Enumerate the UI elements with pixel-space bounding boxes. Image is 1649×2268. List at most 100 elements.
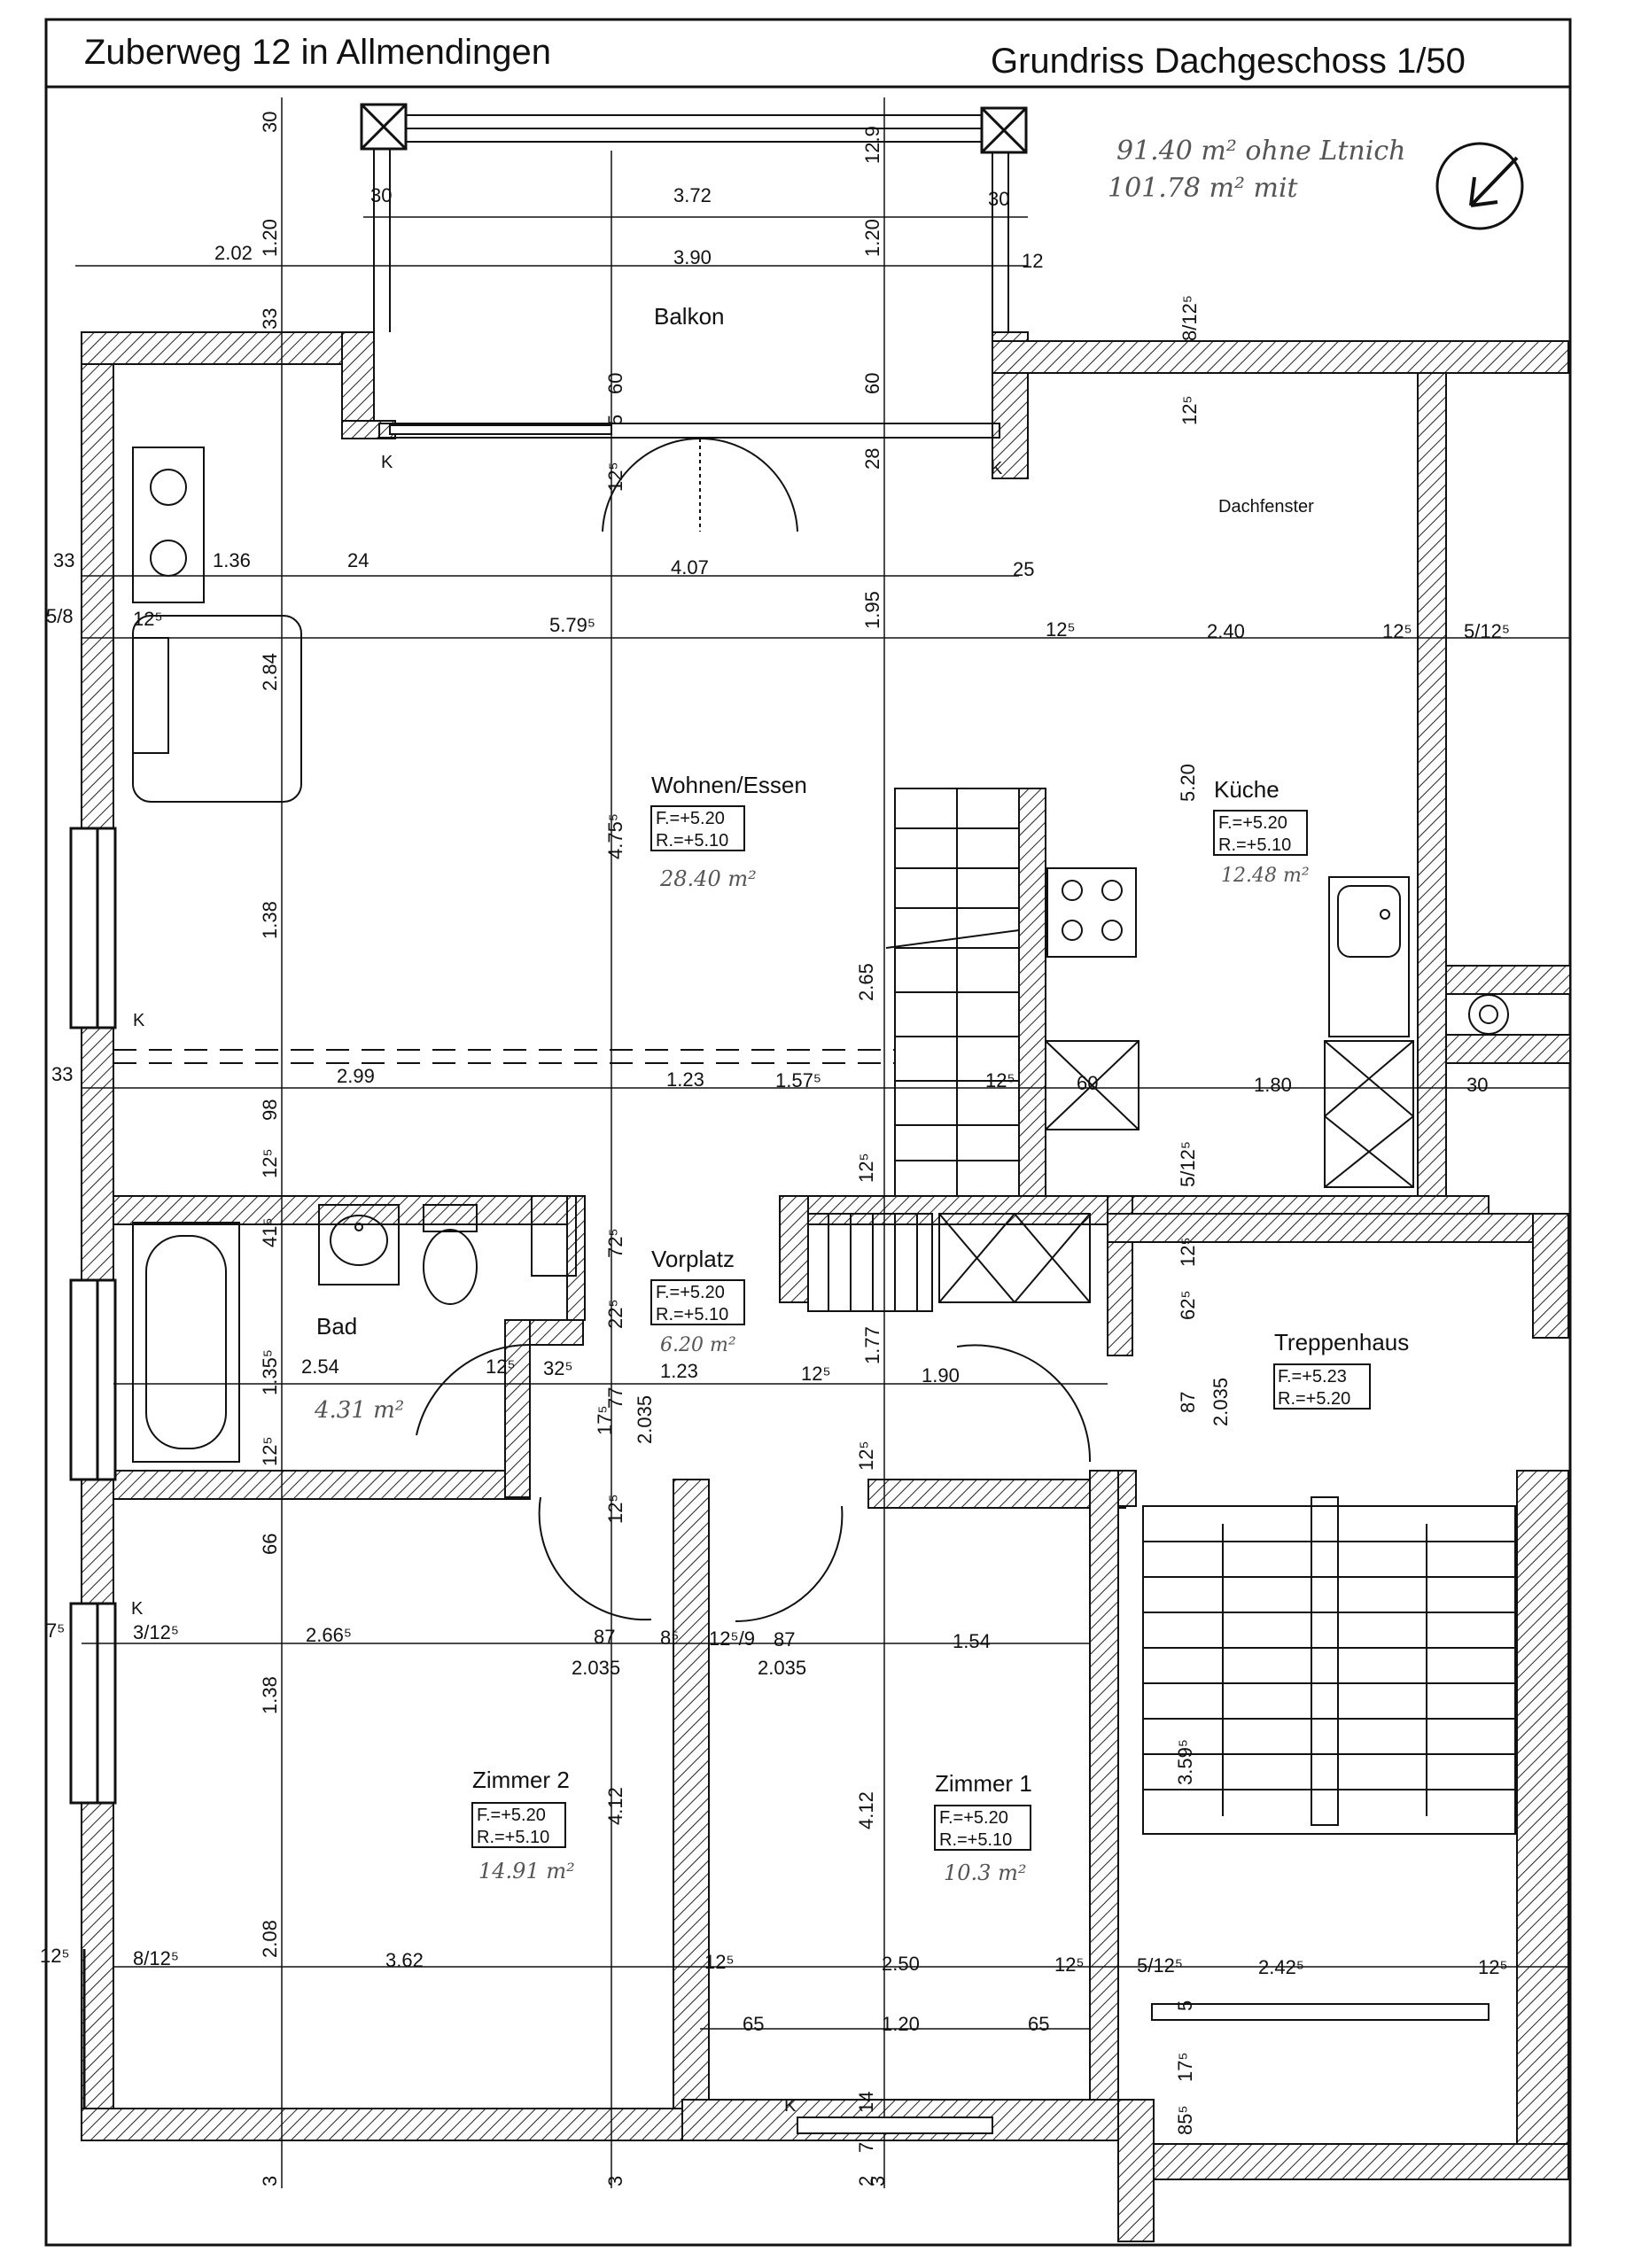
dim-label: 65 bbox=[1028, 2013, 1049, 2035]
dim-label: 4.07 bbox=[671, 556, 709, 579]
k-marker: K bbox=[991, 459, 1003, 478]
dim-label: 12⁵ bbox=[1054, 1953, 1085, 1976]
dim-label: 2.02 bbox=[214, 242, 253, 264]
dim-label: 1.20 bbox=[882, 2013, 920, 2035]
dim-label: 2.54 bbox=[301, 1355, 339, 1378]
area-zimmer2: 14.91 m² bbox=[478, 1859, 575, 1884]
dim-label: 1.23 bbox=[660, 1360, 698, 1382]
k-marker: K bbox=[133, 1011, 145, 1030]
dim-label: 33 bbox=[51, 1063, 73, 1085]
dim-label: 5/12⁵ bbox=[1137, 1954, 1183, 1977]
dim-label-vertical: 8/12⁵ bbox=[1178, 295, 1201, 341]
north-arrow-icon bbox=[1435, 142, 1524, 230]
level-box-zimmer2 bbox=[471, 1802, 566, 1848]
level-box-zimmer1 bbox=[934, 1805, 1031, 1851]
dim-label: 1.80 bbox=[1254, 1074, 1292, 1096]
dim-label: 3/12⁵ bbox=[133, 1621, 179, 1643]
dim-label-vertical: 62⁵ bbox=[1177, 1290, 1199, 1320]
handwritten-area-without: 91.40 m² ohne Ltnich bbox=[1116, 136, 1405, 167]
dim-label-vertical: 3 bbox=[259, 2176, 281, 2186]
dim-label-vertical: 12⁵ bbox=[1177, 1237, 1199, 1267]
dim-label-vertical: 87 bbox=[1177, 1392, 1199, 1413]
dim-label-vertical: 2 bbox=[855, 2176, 877, 2186]
dim-label-vertical: 12.9 bbox=[861, 126, 883, 164]
room-name-dachfenster: Dachfenster bbox=[1218, 497, 1314, 517]
dim-label: 2.66⁵ bbox=[306, 1624, 352, 1646]
level-box-wohnen bbox=[650, 805, 745, 851]
dim-label: 12⁵ bbox=[1046, 618, 1076, 641]
bathtub bbox=[132, 1222, 240, 1463]
dim-label: 12⁵ bbox=[40, 1945, 70, 1967]
kitchen-sink bbox=[1328, 876, 1410, 1037]
dim-label-vertical: 2.08 bbox=[259, 1920, 281, 1958]
area-kueche: 12.48 m² bbox=[1221, 865, 1310, 887]
dim-label: 12⁵ bbox=[133, 608, 163, 630]
dim-label: 1.36 bbox=[213, 549, 251, 571]
area-zimmer1: 10.3 m² bbox=[944, 1860, 1026, 1885]
title-frame bbox=[44, 18, 1572, 2247]
dim-label-vertical: 28 bbox=[861, 448, 883, 470]
dim-label-vertical: 12⁵ bbox=[259, 1148, 281, 1178]
dim-label: 60 bbox=[1077, 1072, 1098, 1094]
dimension-lines bbox=[75, 97, 1570, 2188]
dim-label: 25 bbox=[1013, 558, 1034, 580]
level-r-zimmer1: R.=+5.10 bbox=[939, 1830, 1012, 1850]
dim-label-vertical: 14 bbox=[855, 2092, 877, 2113]
room-name-bad: Bad bbox=[316, 1313, 357, 1340]
dim-label-vertical: 3 bbox=[604, 2176, 626, 2186]
dim-label: 1.90 bbox=[922, 1364, 960, 1386]
dim-label-vertical: 5 bbox=[604, 415, 626, 425]
room-name-kueche: Küche bbox=[1214, 776, 1280, 803]
level-f-treppenhaus: F.=+5.23 bbox=[1278, 1367, 1347, 1386]
dashed-lines bbox=[113, 1049, 895, 1064]
dim-label: 3.62 bbox=[385, 1949, 424, 1971]
dim-label-vertical: 17⁵ bbox=[1174, 2052, 1196, 2082]
level-f-zimmer2: F.=+5.20 bbox=[477, 1806, 546, 1825]
chimney bbox=[1468, 994, 1509, 1035]
room-name-balkon: Balkon bbox=[654, 303, 725, 330]
dim-label-vertical: 5 bbox=[1174, 2000, 1196, 2011]
dim-label-vertical: 41⁵ bbox=[259, 1217, 281, 1247]
dim-label-vertical: 1.20 bbox=[861, 219, 883, 257]
dim-label: 2.40 bbox=[1207, 620, 1245, 642]
k-marker: K bbox=[784, 2096, 797, 2116]
kitchen-counters bbox=[1045, 1040, 1414, 1188]
dim-label-vertical: 72⁵ bbox=[604, 1228, 626, 1258]
dim-label-vertical: 17⁵ bbox=[594, 1405, 616, 1435]
dim-label-vertical: 7 bbox=[855, 2142, 877, 2153]
level-box-treppenhaus bbox=[1273, 1363, 1371, 1410]
dim-label: 12⁵ bbox=[985, 1069, 1015, 1091]
level-f-vorplatz: F.=+5.20 bbox=[656, 1283, 725, 1302]
dim-label: 30 bbox=[988, 188, 1009, 210]
dim-label-vertical: 12⁵ bbox=[1178, 395, 1201, 425]
area-bad: 4.31 m² bbox=[314, 1397, 404, 1424]
dim-label-vertical: 1.38 bbox=[259, 901, 281, 939]
dim-label-vertical: 4.12 bbox=[604, 1787, 626, 1825]
shaft bbox=[531, 1195, 577, 1277]
dim-label-vertical: 1.77 bbox=[861, 1326, 883, 1364]
dim-label: 5.79⁵ bbox=[549, 614, 595, 636]
dim-label: 24 bbox=[347, 549, 369, 571]
dim-label-vertical: 22⁵ bbox=[604, 1299, 626, 1329]
level-r-treppenhaus: R.=+5.20 bbox=[1278, 1389, 1350, 1409]
room-name-zimmer2: Zimmer 2 bbox=[472, 1767, 570, 1793]
level-f-zimmer1: F.=+5.20 bbox=[939, 1808, 1008, 1828]
main-staircase bbox=[1142, 1496, 1516, 1835]
room-name-treppenhaus: Treppenhaus bbox=[1274, 1329, 1409, 1355]
address-title: Zuberweg 12 in Allmendingen bbox=[84, 33, 551, 72]
area-vorplatz: 6.20 m² bbox=[660, 1334, 736, 1356]
dim-label-vertical: 12⁵ bbox=[604, 1494, 626, 1524]
k-marker: K bbox=[131, 1599, 144, 1619]
balcony-door bbox=[602, 437, 798, 532]
bottom-windows bbox=[389, 424, 1490, 2134]
dim-label: 5/12⁵ bbox=[1464, 620, 1510, 642]
dim-label-vertical: 33 bbox=[259, 308, 281, 330]
dim-label: 30 bbox=[370, 184, 392, 206]
level-box-kueche bbox=[1213, 810, 1308, 856]
room-name-zimmer1: Zimmer 1 bbox=[935, 1770, 1032, 1797]
dim-label-vertical: 3 bbox=[867, 2176, 889, 2186]
level-f-kueche: F.=+5.20 bbox=[1218, 813, 1287, 833]
inner-staircase bbox=[885, 788, 1020, 1197]
dim-label: 1.57⁵ bbox=[775, 1069, 821, 1091]
